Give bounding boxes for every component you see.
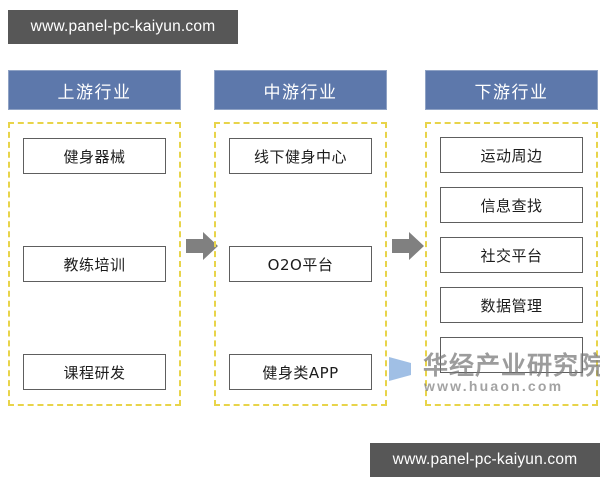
arrow-right-icon xyxy=(186,232,218,260)
node-downstream-2[interactable]: 信息查找 xyxy=(440,187,583,223)
node-midstream-2[interactable]: O2O平台 xyxy=(229,246,372,282)
node-downstream-4[interactable]: 数据管理 xyxy=(440,287,583,323)
arrow-midstream-to-downstream xyxy=(392,231,424,261)
node-midstream-1[interactable]: 线下健身中心 xyxy=(229,138,372,174)
column-body-downstream: 运动周边 信息查找 社交平台 数据管理 xyxy=(425,122,598,406)
watermark-top-url: www.panel-pc-kaiyun.com xyxy=(30,18,216,35)
column-midstream: 中游行业 线下健身中心 O2O平台 健身类APP xyxy=(214,70,387,406)
column-downstream: 下游行业 运动周边 信息查找 社交平台 数据管理 xyxy=(425,70,598,406)
column-body-midstream: 线下健身中心 O2O平台 健身类APP xyxy=(214,122,387,406)
arrow-upstream-to-midstream xyxy=(186,231,218,261)
node-downstream-5[interactable] xyxy=(440,337,583,373)
node-downstream-3[interactable]: 社交平台 xyxy=(440,237,583,273)
arrow-right-icon xyxy=(392,232,424,260)
node-upstream-1[interactable]: 健身器械 xyxy=(23,138,166,174)
watermark-bottom-url: www.panel-pc-kaiyun.com xyxy=(392,451,578,468)
column-upstream: 上游行业 健身器械 教练培训 课程研发 xyxy=(8,70,181,406)
watermark-bar-top: www.panel-pc-kaiyun.com xyxy=(8,10,238,44)
node-upstream-2[interactable]: 教练培训 xyxy=(23,246,166,282)
column-header-upstream: 上游行业 xyxy=(8,70,181,110)
huaon-logo-icon xyxy=(389,357,411,381)
column-header-midstream: 中游行业 xyxy=(214,70,387,110)
watermark-bar-bottom: www.panel-pc-kaiyun.com xyxy=(370,443,600,477)
column-body-upstream: 健身器械 教练培训 课程研发 xyxy=(8,122,181,406)
node-upstream-3[interactable]: 课程研发 xyxy=(23,354,166,390)
column-header-downstream: 下游行业 xyxy=(425,70,598,110)
node-downstream-1[interactable]: 运动周边 xyxy=(440,137,583,173)
node-midstream-3[interactable]: 健身类APP xyxy=(229,354,372,390)
